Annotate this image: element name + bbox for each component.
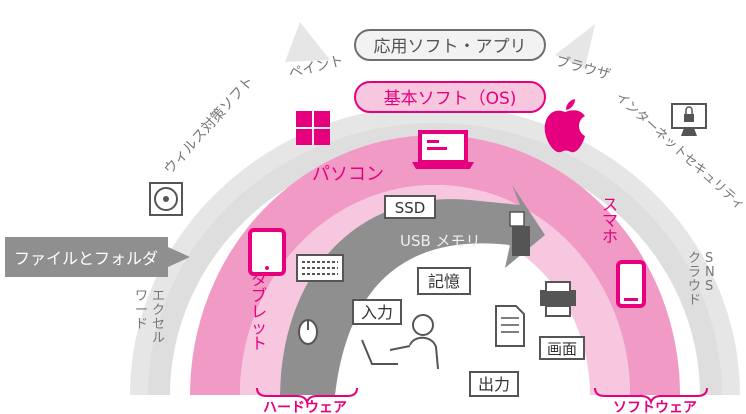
- label-screen: 画面: [547, 340, 577, 358]
- mouse-icon: [298, 319, 318, 345]
- label-cloud: クラウド: [688, 251, 701, 308]
- application-title-pill: [354, 29, 546, 61]
- smartphone-icon: [616, 260, 646, 308]
- label-pc: パソコン: [312, 164, 384, 185]
- label-software: ソフトウェア: [613, 400, 697, 414]
- laptop-icon: [412, 130, 474, 169]
- label-files-and-folders: ファイルとフォルダ: [14, 249, 158, 268]
- document-icon: [495, 305, 525, 347]
- ring-spike-left: [285, 22, 330, 62]
- files-callout: [5, 237, 190, 277]
- lock-monitor-icon: [671, 103, 707, 136]
- label-tablet: タブレット: [251, 270, 267, 353]
- label-usb: USB メモリ: [400, 232, 481, 250]
- ssd-box: [384, 195, 436, 219]
- label-memory: 記憶: [428, 272, 460, 291]
- tablet-icon: [248, 228, 286, 276]
- disc-icon: [149, 182, 183, 216]
- os-ring: [190, 135, 680, 395]
- apple-logo-icon: [544, 99, 585, 153]
- hardware-bracket: [256, 387, 358, 406]
- application-title: 応用ソフト・アプリ: [374, 37, 527, 57]
- os-title-pill: [354, 81, 546, 113]
- screen-box: [539, 336, 585, 360]
- person-at-computer-icon: [361, 314, 439, 370]
- label-smartphone: スマホ: [602, 195, 618, 246]
- ring-spike-right: [555, 24, 595, 68]
- hardware-arc: [280, 185, 545, 395]
- software-bracket: [594, 387, 708, 406]
- usb-stick-icon: [509, 211, 530, 256]
- input-box: [352, 299, 402, 325]
- windows-logo-icon: [296, 111, 330, 145]
- label-output: 出力: [478, 375, 510, 394]
- keyboard-icon: [296, 254, 344, 282]
- memory-box: [417, 267, 471, 295]
- label-hardware: ハードウェア: [263, 400, 347, 414]
- output-box: [469, 371, 519, 397]
- label-word: ワード: [135, 289, 148, 332]
- printer-icon: [540, 281, 576, 317]
- label-input: 入力: [361, 303, 393, 322]
- label-excel: エクセル: [152, 289, 165, 346]
- label-ssd: SSD: [395, 199, 426, 217]
- label-antivirus: ウィルス対策ソフト: [160, 73, 257, 178]
- os-title: 基本ソフト（OS): [384, 89, 517, 109]
